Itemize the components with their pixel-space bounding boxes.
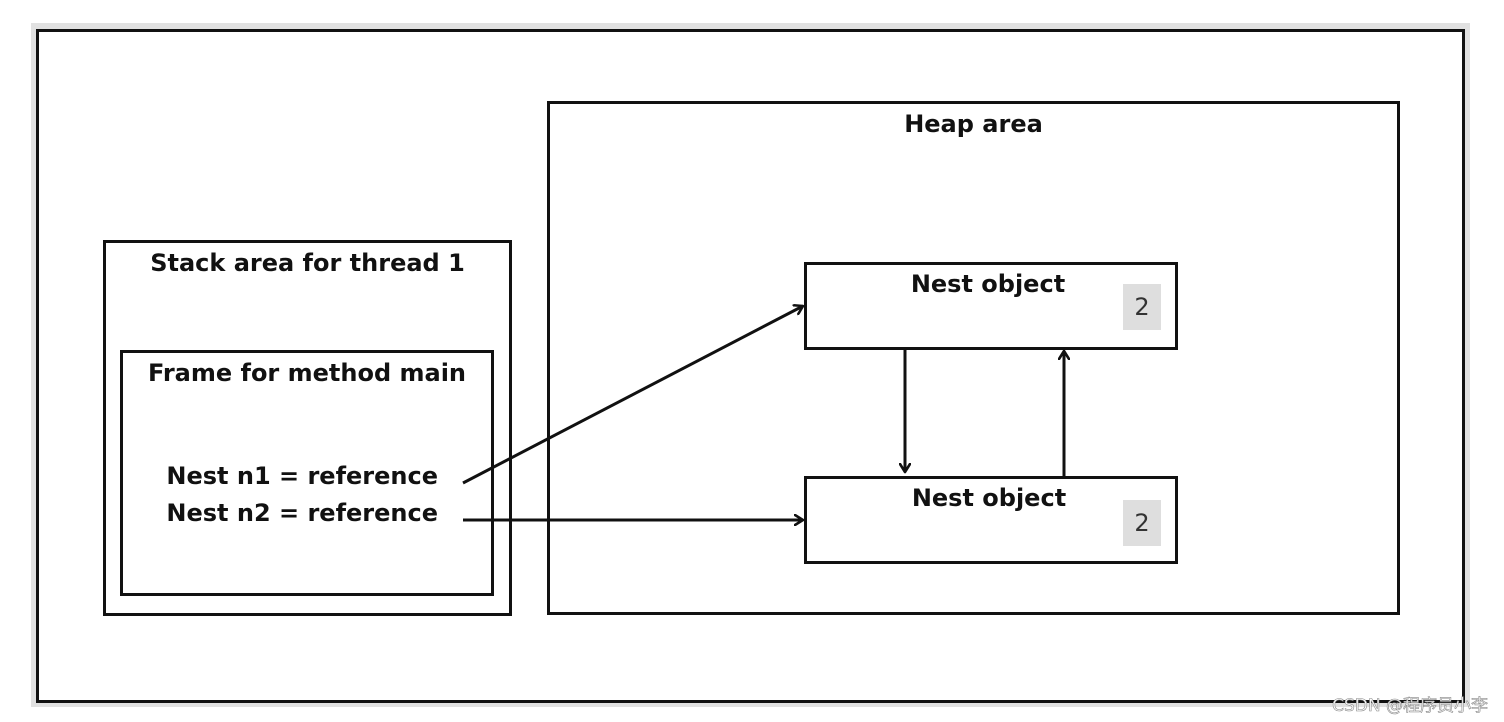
reference-count-badge-2: 2 <box>1123 500 1161 546</box>
reference-count-badge-1: 2 <box>1123 284 1161 330</box>
nest-object-label-2: Nest object <box>911 484 1067 512</box>
stack-area-title: Stack area for thread 1 <box>150 249 465 277</box>
reference-n1: Nest n1 = reference <box>166 462 438 490</box>
main-frame-title: Frame for method main <box>147 359 467 387</box>
nest-object-box-2: Nest object 2 <box>804 476 1178 564</box>
heap-area-title: Heap area <box>904 110 1043 138</box>
watermark: CSDN @程序员小李 <box>1332 696 1488 717</box>
main-frame-box: Frame for method main <box>120 350 494 596</box>
reference-n2: Nest n2 = reference <box>166 499 438 527</box>
nest-object-box-1: Nest object 2 <box>804 262 1178 350</box>
nest-object-label-1: Nest object <box>910 270 1066 298</box>
